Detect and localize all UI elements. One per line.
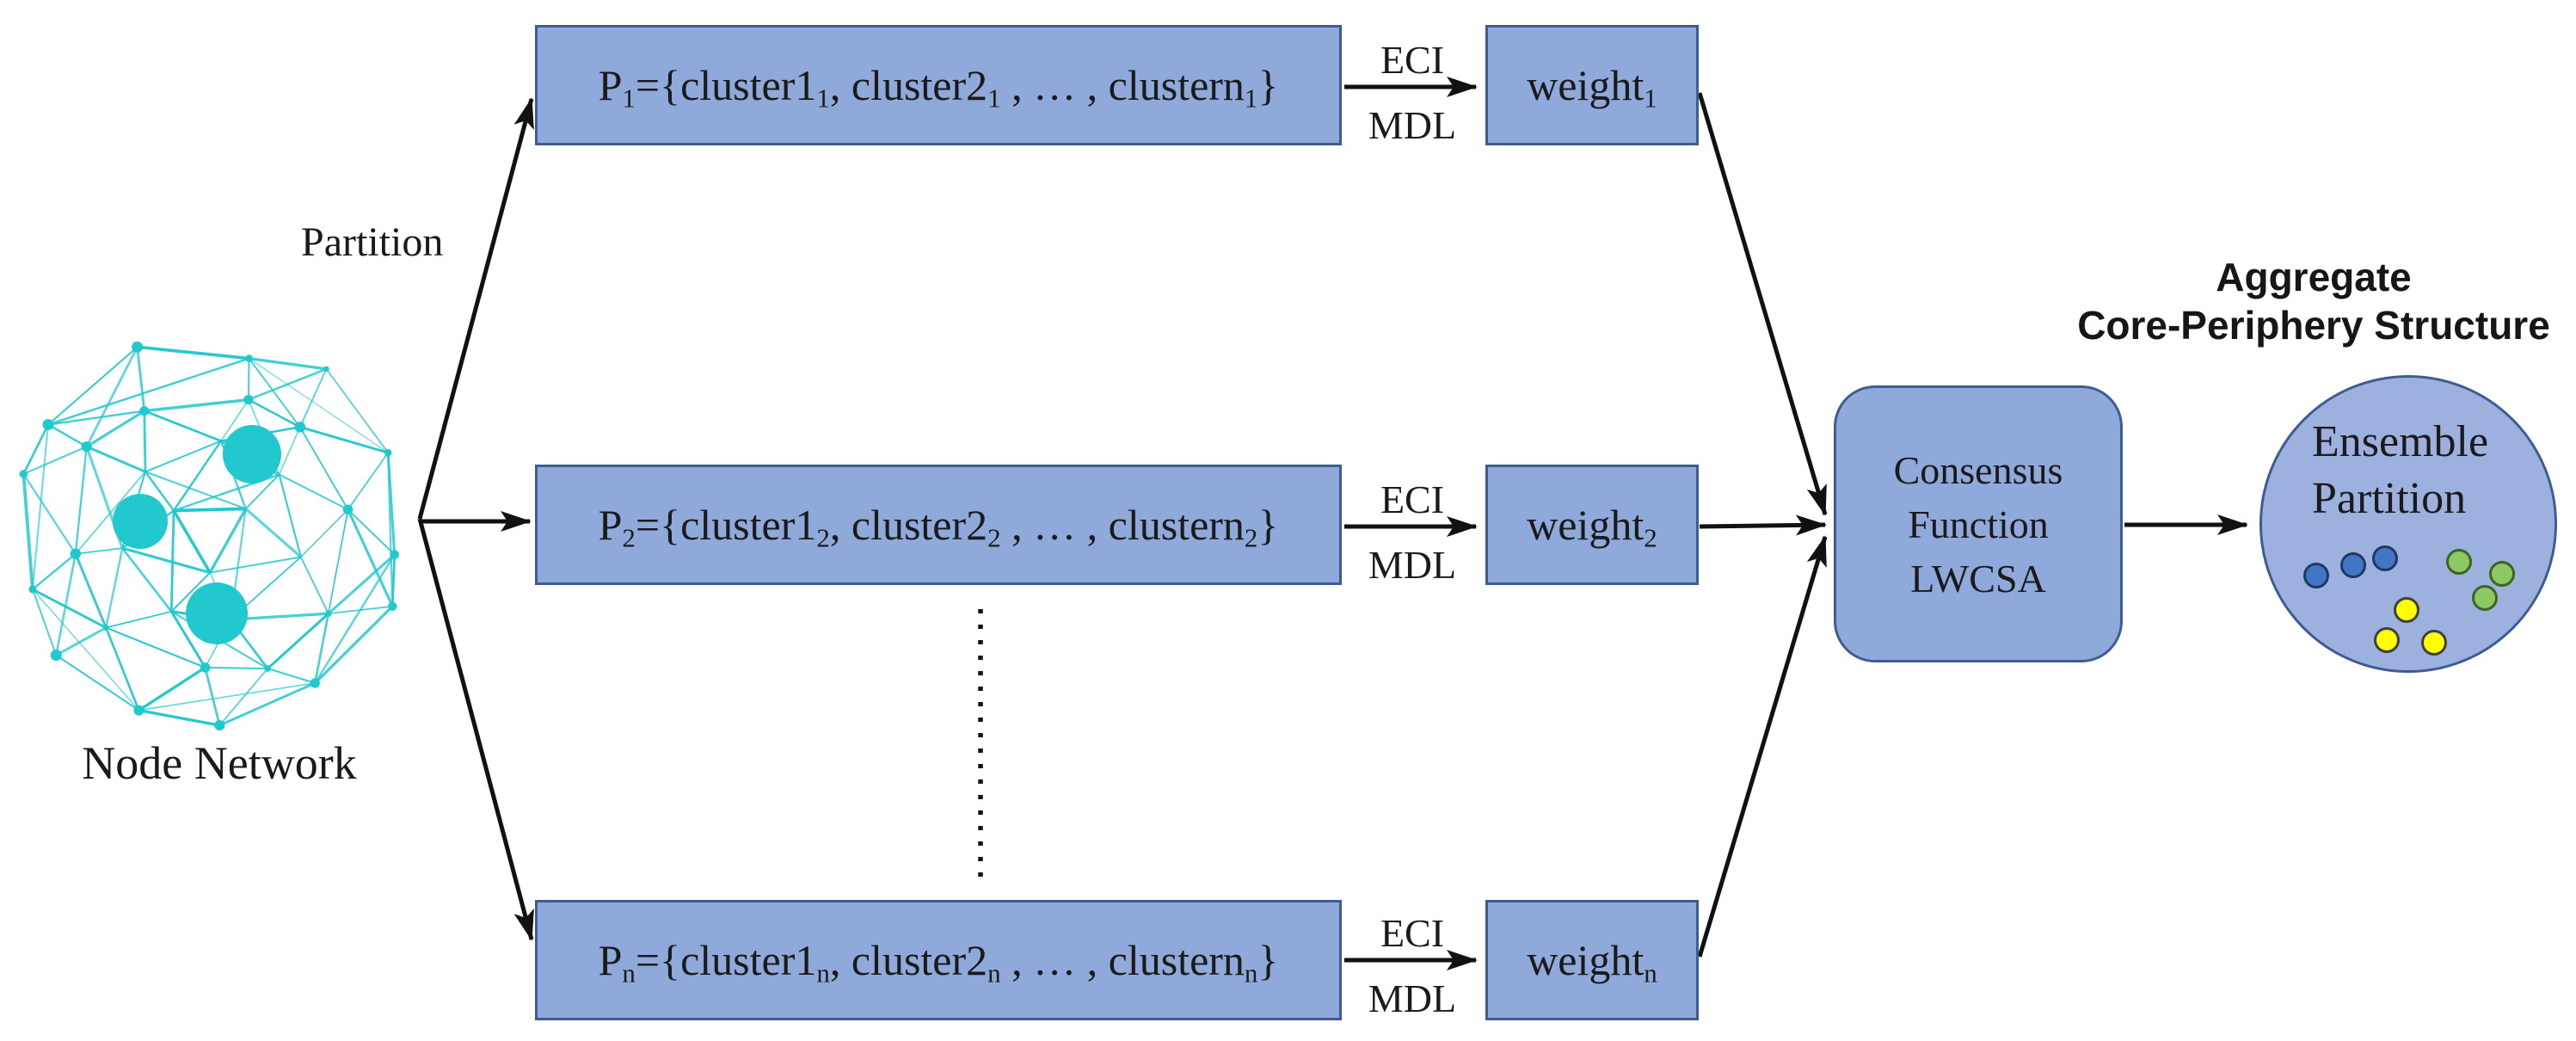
- mdl-label: MDL: [1368, 103, 1457, 147]
- eci-label: ECI: [1380, 38, 1445, 82]
- ensemble-partition-circle: Ensemble Partition: [2259, 375, 2557, 673]
- eci-mdl-labels-n: ECI MDL: [1344, 910, 1480, 1022]
- mdl-label: MDL: [1368, 543, 1457, 587]
- ensemble-partition-label: Ensemble Partition: [2312, 414, 2488, 527]
- weight-box-n-text: weightn: [1527, 936, 1657, 989]
- aggregate-label-line-1: Aggregate: [2216, 255, 2412, 299]
- node-network-label: Node Network: [82, 737, 357, 789]
- weight-box-1: weight1: [1485, 25, 1699, 145]
- mdl-label: MDL: [1368, 976, 1457, 1020]
- partition-label: Partition: [301, 219, 444, 265]
- consensus-function-box: Consensus Function LWCSA: [1834, 385, 2123, 662]
- network-cluster-blob: [186, 582, 248, 644]
- ensemble-label-line-2: Partition: [2312, 474, 2467, 523]
- aggregate-core-periphery-label: Aggregate Core-Periphery Structure: [2056, 253, 2572, 349]
- consensus-line-1: Consensus: [1893, 447, 2063, 492]
- partition-box-2: P2={cluster12, cluster22 , … , clustern2…: [535, 465, 1342, 585]
- weight-arrow-n: [1697, 535, 1828, 958]
- eci-label: ECI: [1380, 477, 1445, 521]
- partition-box-1: P1={cluster11, cluster21 , … , clustern1…: [535, 25, 1342, 145]
- eci-label: ECI: [1380, 911, 1445, 955]
- consensus-line-3: LWCSA: [1910, 556, 2046, 601]
- partition-box-1-text: P1={cluster11, cluster21 , … , clustern1…: [598, 61, 1279, 114]
- aggregate-label-line-2: Core-Periphery Structure: [2077, 303, 2550, 348]
- consensus-line-2: Function: [1908, 502, 2049, 546]
- partition-arrow-n: [417, 518, 534, 941]
- eci-mdl-labels-2: ECI MDL: [1344, 477, 1480, 588]
- partition-box-2-text: P2={cluster12, cluster22 , … , clustern2…: [598, 501, 1279, 553]
- partition-arrow-1: [417, 97, 534, 520]
- weight-box-1-text: weight1: [1527, 61, 1657, 114]
- weight-box-2-text: weight2: [1527, 501, 1657, 553]
- partition-box-n-text: Pn={cluster1n, cluster2n , … , clusternn…: [598, 936, 1279, 989]
- weight-arrow-2: [1699, 514, 1827, 536]
- node-network-graphic: [19, 341, 400, 731]
- network-cluster-blob: [223, 425, 281, 484]
- network-cluster-blob: [113, 494, 168, 549]
- ensemble-label-line-1: Ensemble: [2312, 417, 2489, 466]
- eci-mdl-labels-1: ECI MDL: [1344, 37, 1480, 149]
- weight-arrow-1: [1697, 92, 1828, 516]
- weight-box-2: weight2: [1485, 465, 1699, 585]
- weight-box-n: weightn: [1485, 900, 1699, 1020]
- partition-box-n: Pn={cluster1n, cluster2n , … , clusternn…: [535, 900, 1342, 1020]
